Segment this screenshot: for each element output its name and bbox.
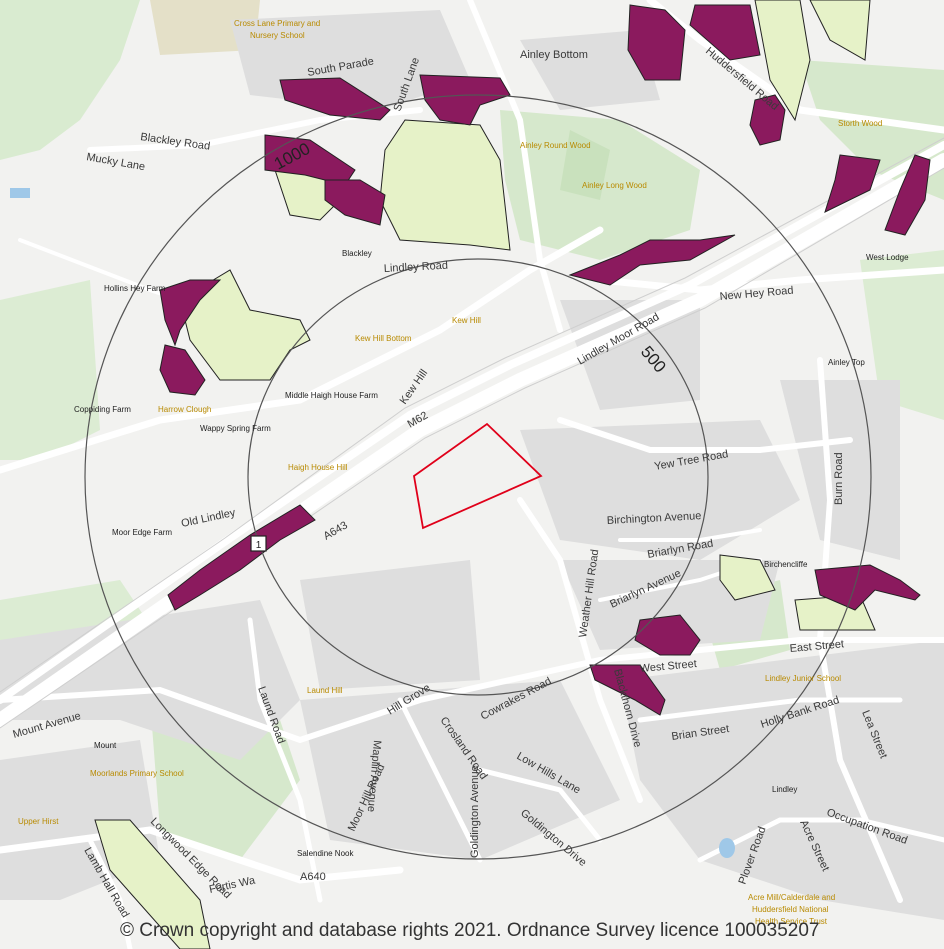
label-west-lodge: West Lodge [866,253,909,262]
label-west-street: West Street [639,658,697,675]
purple-zone [568,234,736,286]
birchington-avenue [618,528,762,542]
label-cross-lane-school: Cross Lane Primary and [234,19,320,28]
purple-zone [884,154,931,236]
label-hudd-national: Huddersfield National [752,905,829,914]
buffer-rings [84,94,872,860]
label-health-trust: Health Service Trust [755,917,828,926]
purple-zone [689,4,761,61]
label-middle-haigh: Middle Haigh House Farm [285,391,378,400]
buffer-ring-1000 [84,94,872,860]
light-zone [754,0,811,122]
site-boundary[interactable] [413,422,543,530]
light-zone [719,554,776,601]
label-hollins-hey-farm: Hollins Hey Farm [104,284,166,293]
purple-zone [167,504,316,611]
purple-zone [824,154,881,213]
green-area [0,280,100,460]
a640 [0,826,404,884]
purple-zone [589,664,666,716]
east-west-street [0,637,944,744]
label-acre-mill: Acre Mill/Calderdale and [748,893,835,902]
label-birchencliffe: Birchencliffe [764,560,808,569]
purple-zones [159,4,931,716]
label-ainley-round-wood: Ainley Round Wood [520,141,591,150]
holly-bank-road [637,697,903,723]
yew-tree-road [557,417,853,453]
label-moorlands-school: Moorlands Primary School [90,769,184,778]
light-zone [809,0,871,61]
purple-zone [279,77,391,121]
green-area [0,0,140,160]
label-ainley-long-wood: Ainley Long Wood [582,181,647,190]
label-laund-hill: Laund Hill [307,686,343,695]
label-lindley-junior-school: Lindley Junior School [765,674,841,683]
purple-zone [814,564,921,611]
label-goldington-avenue: Goldington Avenue [469,765,481,858]
purple-zone [419,74,511,126]
green-area [560,130,610,200]
label-ainley-top: Ainley Top [828,358,865,367]
new-hey-road [596,266,944,294]
purple-zone [324,179,386,226]
label-nursery-school: Nursery School [250,31,305,40]
crosland-road [397,697,483,863]
pond [10,188,30,198]
buffer-ring-500 [247,258,709,696]
label-coppiding-farm: Coppiding Farm [74,405,131,414]
label-kew-hill-bottom: Kew Hill Bottom [355,334,412,343]
label-salendine-nook: Salendine Nook [297,849,354,858]
low-hills-lane [477,767,603,843]
feature-marker-label: 1 [256,540,262,551]
label-storth-wood: Storth Wood [838,119,882,128]
label-kew-hill-farm: Kew Hill [452,316,481,325]
lamb-hall-road [87,837,133,949]
purple-zone [159,344,206,396]
purple-zone [627,4,686,81]
laund-road [247,617,323,903]
light-zone [179,269,311,381]
purple-zone [749,94,786,146]
label-lindley: Lindley [772,785,797,794]
label-burn-road: Burn Road [833,452,845,505]
copyright-notice: © Crown copyright and database rights 20… [120,920,820,941]
label-east-street: East Street [789,638,844,655]
label-a640: A640 [300,871,326,883]
label-harrow-clough: Harrow Clough [158,405,211,414]
place-labels: Cross Lane Primary and Nursery School Ai… [18,19,909,926]
green-area [860,250,944,420]
label-blackley: Blackley [342,249,372,258]
m62-carriageway [0,141,944,704]
occupation-road [697,817,944,863]
kew-hill-road [467,0,563,333]
light-zone [94,819,211,949]
feature-marker[interactable]: 1 [250,535,267,552]
light-zone [379,119,511,251]
label-birchington-avenue: Birchington Avenue [607,510,702,527]
label-lindley-road: Lindley Road [384,260,449,275]
label-mount: Mount [94,741,117,750]
purple-zone [634,614,701,656]
label-haigh-house-hill: Haigh House Hill [288,463,348,472]
label-moor-edge-farm: Moor Edge Farm [112,528,172,537]
pond [719,838,735,858]
weather-hill-road [517,497,643,803]
purple-zone [159,279,222,347]
label-ainley-bottom: Ainley Bottom [520,49,588,61]
school-area [150,0,260,55]
label-upper-hirst: Upper Hirst [18,817,59,826]
label-wappy-spring: Wappy Spring Farm [200,424,271,433]
